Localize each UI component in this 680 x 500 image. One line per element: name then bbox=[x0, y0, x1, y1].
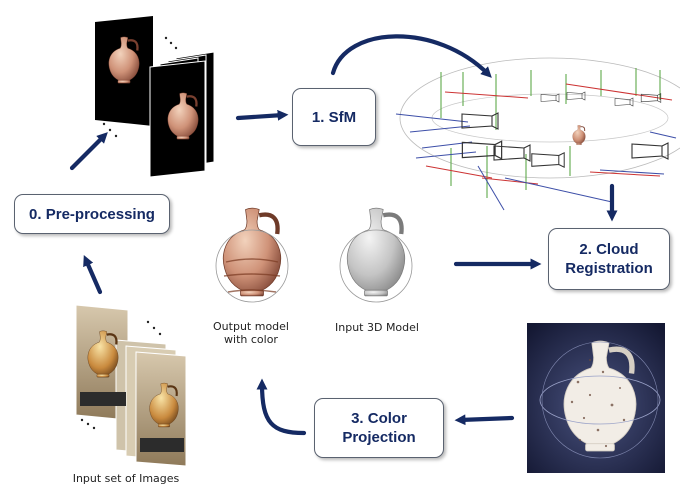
arrow-render-to-projection-icon bbox=[454, 414, 515, 426]
caption-output-model-line2: with color bbox=[224, 333, 278, 346]
arrow-projection-to-output-icon bbox=[256, 378, 307, 436]
photo-card-stack bbox=[149, 51, 215, 178]
caption-output-model: Output model with color bbox=[196, 320, 306, 346]
arrow-preprocessing-to-photos-icon bbox=[69, 132, 108, 171]
step-sfm-label: 1. SfM bbox=[311, 108, 357, 126]
step-cloud-registration-label-line1: 2. Cloud bbox=[579, 241, 639, 258]
step-preprocessing: 0. Pre-processing bbox=[14, 194, 170, 234]
caption-input-images: Input set of Images bbox=[46, 472, 206, 485]
input-image-stack bbox=[75, 304, 187, 467]
step-color-projection: 3. Color Projection bbox=[314, 398, 444, 458]
flow-arrows bbox=[69, 34, 618, 436]
sfm-input-photos bbox=[95, 16, 215, 178]
output-model-color bbox=[215, 208, 289, 303]
arrow-sfm-to-cloud-icon bbox=[330, 34, 492, 78]
input-3d-model bbox=[339, 208, 413, 303]
step-cloud-registration: 2. Cloud Registration bbox=[548, 228, 670, 290]
caption-input-images-text: Input set of Images bbox=[72, 472, 180, 485]
step-cloud-registration-label-line2: Registration bbox=[565, 260, 653, 277]
arrow-images-to-preprocessing-icon bbox=[83, 254, 103, 295]
arrow-photos-to-sfm-icon bbox=[235, 109, 289, 121]
step-color-projection-label-line1: 3. Color bbox=[351, 410, 407, 427]
caption-input-3d-model-text: Input 3D Model bbox=[335, 321, 419, 334]
step-preprocessing-label: 0. Pre-processing bbox=[29, 205, 155, 223]
caption-output-model-line1: Output model bbox=[213, 320, 289, 333]
step-color-projection-label-line2: Projection bbox=[342, 429, 416, 446]
photo-card-back bbox=[95, 16, 153, 126]
photo-stack-dots bbox=[102, 36, 178, 138]
caption-input-3d-model: Input 3D Model bbox=[316, 321, 438, 334]
image-stack-dots bbox=[80, 320, 162, 430]
step-sfm: 1. SfM bbox=[292, 88, 376, 146]
sfm-camera-cloud bbox=[395, 57, 680, 211]
color-projection-render bbox=[527, 323, 665, 473]
